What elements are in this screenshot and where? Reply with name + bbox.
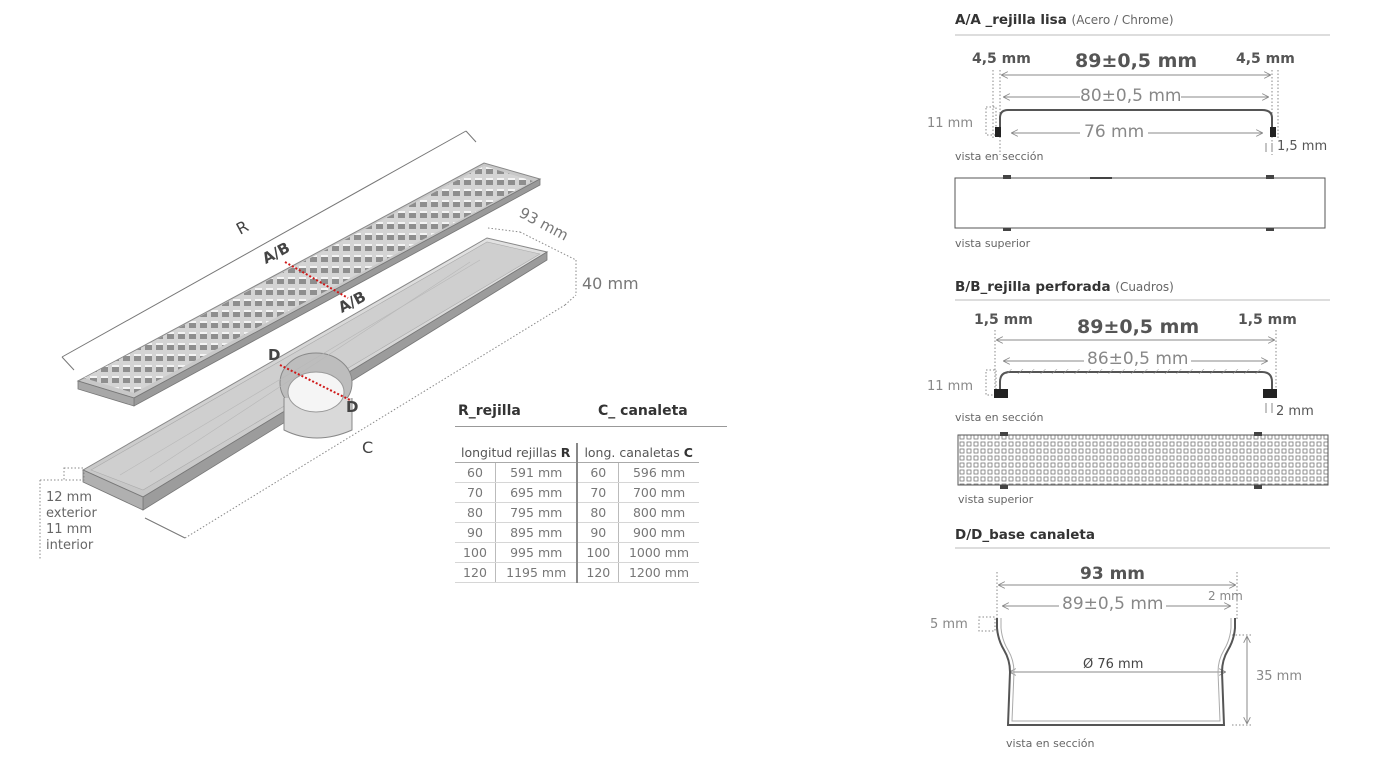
dd-title: D/D_base canaleta: [955, 527, 1095, 543]
aa-section: [985, 70, 1279, 155]
table-cell: 795 mm: [495, 502, 579, 523]
dd-inner-dim: 89±0,5 mm: [1059, 596, 1167, 613]
table-title-rejilla: R_rejilla: [458, 403, 521, 419]
label-40mm: 40 mm: [582, 274, 639, 293]
table-cell: 100: [577, 542, 620, 563]
aa-left-dim: 4,5 mm: [972, 51, 1031, 67]
table-cell: 800 mm: [618, 502, 699, 523]
dd-thick-dim: 2 mm: [1208, 589, 1243, 603]
dimension-c: [184, 227, 577, 539]
table-cell: 80: [455, 502, 496, 523]
aa-section-caption: vista en sección: [955, 150, 1044, 163]
label-interior: interior: [46, 538, 94, 553]
aa-thick-dim: 1,5 mm: [1277, 139, 1328, 154]
table-cell: 596 mm: [618, 462, 699, 483]
table-cell: 1200 mm: [618, 562, 699, 583]
bb-total-dim: 89±0,5 mm: [1077, 316, 1200, 338]
col-header-canaletas: long. canaletas C: [577, 443, 699, 463]
bb-inner-dim: 86±0,5 mm: [1084, 351, 1192, 368]
table-cell: 1000 mm: [618, 542, 699, 563]
table-header-rule: [455, 426, 727, 427]
length-table: longitud rejillas R long. canaletas C 60…: [455, 443, 699, 583]
table-title-canaleta: C_ canaleta: [598, 403, 688, 419]
dimension-side: [39, 467, 85, 560]
table-cell: 591 mm: [495, 462, 579, 483]
label-c: C: [362, 438, 374, 457]
table-cell: 700 mm: [618, 482, 699, 503]
table-cell: 90: [455, 522, 496, 543]
bb-thick-dim: 2 mm: [1276, 404, 1314, 419]
dimension-r: [61, 130, 477, 371]
table-cell: 60: [455, 462, 496, 483]
channel-canaleta: [81, 237, 549, 511]
bb-section-caption: vista en sección: [955, 411, 1044, 424]
table-cell: 120: [577, 562, 620, 583]
table-cell: 90: [577, 522, 620, 543]
table-cell: 70: [577, 482, 620, 503]
label-12mm: 12 mm: [46, 490, 93, 505]
aa-title: A/A _rejilla lisa (Acero / Chrome): [955, 12, 1174, 28]
aa-height-dim: 11 mm: [927, 116, 974, 131]
table-cell: 70: [455, 482, 496, 503]
dd-total-dim: 93 mm: [1080, 564, 1146, 584]
bb-height-dim: 11 mm: [927, 379, 974, 394]
dd-section-caption: vista en sección: [1006, 737, 1095, 750]
dd-height-dim: 35 mm: [1256, 669, 1303, 684]
bb-title: B/B_rejilla perforada (Cuadros): [955, 279, 1174, 295]
table-cell: 895 mm: [495, 522, 579, 543]
aa-right-dim: 4,5 mm: [1236, 51, 1295, 67]
dd-diameter-dim: Ø 76 mm: [1080, 658, 1147, 671]
table-cell: 695 mm: [495, 482, 579, 503]
label-d-top: D: [268, 346, 281, 364]
bb-top-view: [957, 434, 1329, 486]
table-cell: 100: [455, 542, 496, 563]
label-d-bottom: D: [346, 398, 359, 416]
label-exterior: exterior: [46, 506, 97, 521]
table-cell: 60: [577, 462, 620, 483]
cut-line-ab: [284, 261, 349, 299]
label-11mm: 11 mm: [46, 522, 93, 537]
bb-right-dim: 1,5 mm: [1238, 312, 1297, 328]
table-cell: 80: [577, 502, 620, 523]
col-header-rejillas: longitud rejillas R: [455, 443, 579, 463]
cut-line-d: [279, 364, 351, 401]
table-cell: 900 mm: [618, 522, 699, 543]
table-cell: 120: [455, 562, 496, 583]
bb-top-caption: vista superior: [958, 493, 1034, 506]
table-cell: 995 mm: [495, 542, 579, 563]
aa-inner-dim: 80±0,5 mm: [1080, 86, 1182, 106]
dd-lip-dim: 5 mm: [930, 617, 968, 632]
table-cell: 1195 mm: [495, 562, 579, 583]
aa-span-dim: 76 mm: [1080, 124, 1149, 141]
aa-total-dim: 89±0,5 mm: [1075, 50, 1198, 72]
aa-top-view: [954, 177, 1326, 229]
aa-top-caption: vista superior: [955, 237, 1031, 250]
bb-left-dim: 1,5 mm: [974, 312, 1033, 328]
